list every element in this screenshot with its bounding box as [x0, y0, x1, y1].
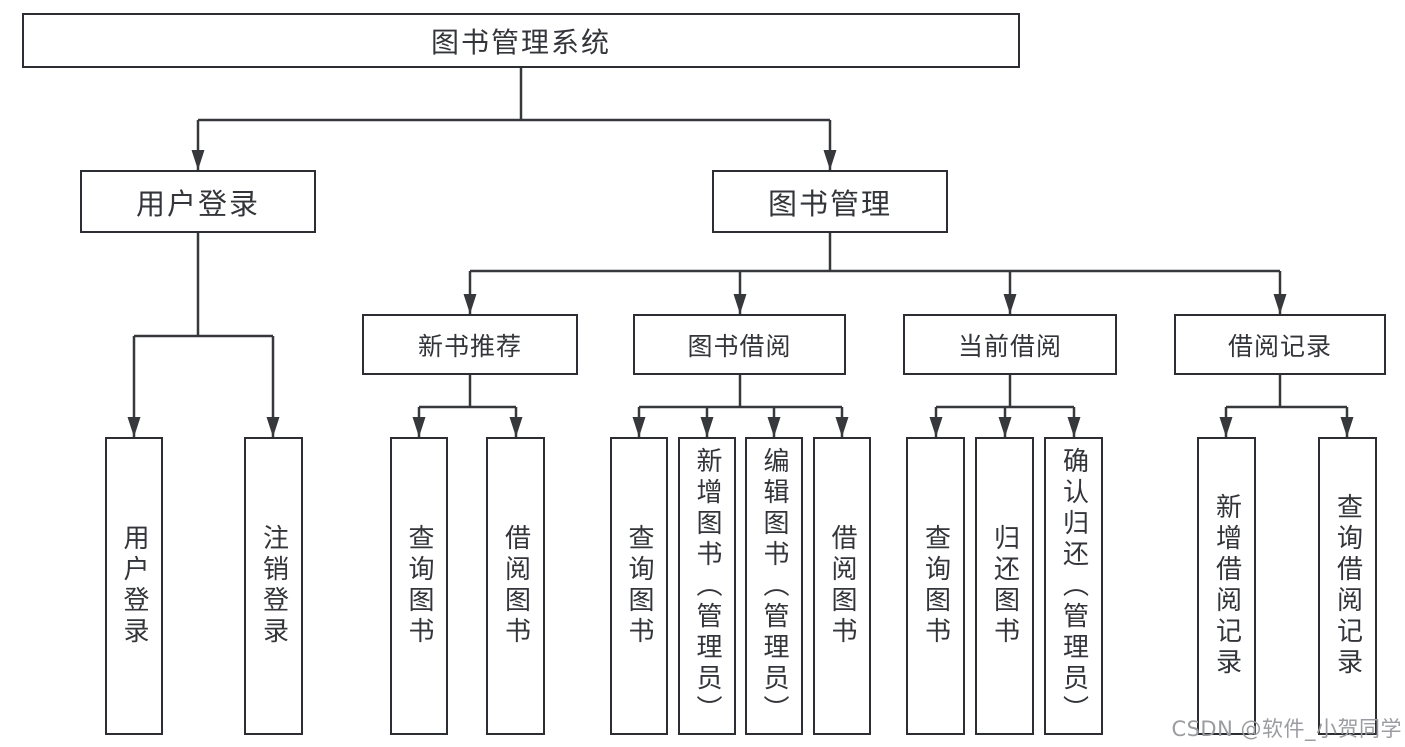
node-label: 图书管理 — [767, 186, 892, 221]
node-leaf-query-books-cur: 查询图书 — [906, 437, 965, 735]
node-label: 用户登录 — [135, 186, 260, 221]
node-label: 借阅记录 — [1227, 331, 1332, 361]
node-label: 查询图书 — [920, 524, 951, 648]
node-leaf-borrow-books-bor: 借阅图书 — [813, 437, 871, 735]
node-label: 图书管理系统 — [430, 25, 611, 59]
node-user-login-branch: 用户登录 — [80, 170, 316, 233]
node-leaf-logout: 注销登录 — [244, 437, 303, 735]
node-leaf-add-books-admin: 新增图书（管理员） — [678, 437, 736, 735]
node-label: 查询图书 — [624, 524, 654, 648]
node-system-root: 图书管理系统 — [22, 13, 1020, 68]
node-leaf-borrow-books-rec: 借阅图书 — [486, 437, 545, 735]
node-label: 图书借阅 — [687, 331, 792, 361]
node-label: 新书推荐 — [417, 331, 522, 361]
node-label: 归还图书 — [989, 524, 1020, 648]
node-leaf-confirm-return: 确认归还（管理员） — [1044, 437, 1103, 735]
node-current-borrowing: 当前借阅 — [903, 314, 1117, 375]
node-label: 编辑图书（管理员） — [759, 446, 789, 726]
node-label: 用户登录 — [119, 524, 149, 648]
node-label: 查询借阅记录 — [1332, 493, 1363, 679]
node-label: 新增图书（管理员） — [692, 446, 722, 726]
node-leaf-edit-books-admin: 编辑图书（管理员） — [745, 437, 803, 735]
node-label: 借阅图书 — [500, 524, 531, 648]
node-label: 借阅图书 — [827, 524, 857, 648]
node-label: 当前借阅 — [957, 331, 1062, 361]
node-label: 新增借阅记录 — [1211, 493, 1242, 679]
node-book-management-branch: 图书管理 — [712, 170, 948, 233]
node-leaf-return-books: 归还图书 — [975, 437, 1034, 735]
node-leaf-query-books-bor: 查询图书 — [610, 437, 668, 735]
node-label: 确认归还（管理员） — [1058, 446, 1089, 726]
node-borrowing-records: 借阅记录 — [1174, 314, 1386, 375]
watermark-text: CSDN @软件_小贺同学 — [1171, 717, 1402, 741]
node-new-book-recommend: 新书推荐 — [362, 314, 578, 375]
node-label: 注销登录 — [258, 524, 289, 648]
node-book-borrowing: 图书借阅 — [633, 314, 846, 375]
node-leaf-user-login: 用户登录 — [105, 437, 163, 735]
node-leaf-query-borrow-record: 查询借阅记录 — [1318, 437, 1377, 735]
node-leaf-query-books-rec: 查询图书 — [390, 437, 448, 735]
node-label: 查询图书 — [404, 524, 434, 648]
node-leaf-add-borrow-record: 新增借阅记录 — [1197, 437, 1256, 735]
